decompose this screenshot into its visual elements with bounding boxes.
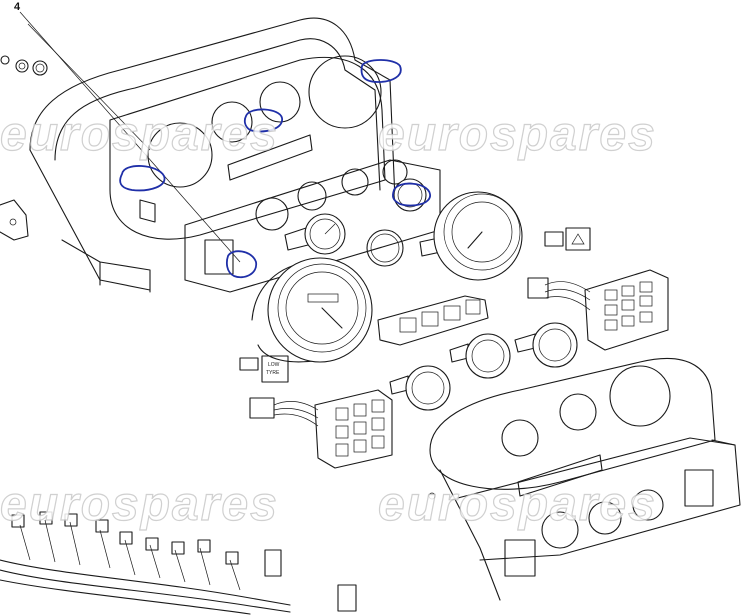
washer-nuts [0,55,48,76]
small-gauge [284,213,346,255]
speedometer-gauge [251,257,373,363]
mounting-bracket [0,199,29,241]
watermarks: eurospares eurospares eurospares eurospa… [0,107,657,531]
low-tyre-label-line2: TYRE [266,370,280,376]
dashboard-fascia [428,357,741,601]
low-tyre-warning-lamp: LOW TYRE [239,355,289,383]
watermark-top-right: eurospares [378,108,657,161]
callout-leader-line-2 [27,23,151,151]
watermark-bottom-right: eurospares [378,478,657,531]
watermark-bottom-left: eurospares [0,478,279,531]
hazard-switch [544,227,591,251]
wiring-harness [0,511,357,615]
highlight-marks [119,59,431,279]
low-tyre-label-line1: LOW [268,362,280,368]
callout-number: 4 [14,1,21,13]
small-gauges-row [389,322,578,411]
warning-lamp-cluster-right [527,269,669,351]
warning-lamp-cluster-left [249,389,393,469]
instrument-housing [29,17,441,293]
tachometer-gauge [419,191,523,281]
switch-row [377,295,489,346]
watermark-top-left: eurospares [0,108,279,161]
bezel-ring [366,229,404,267]
